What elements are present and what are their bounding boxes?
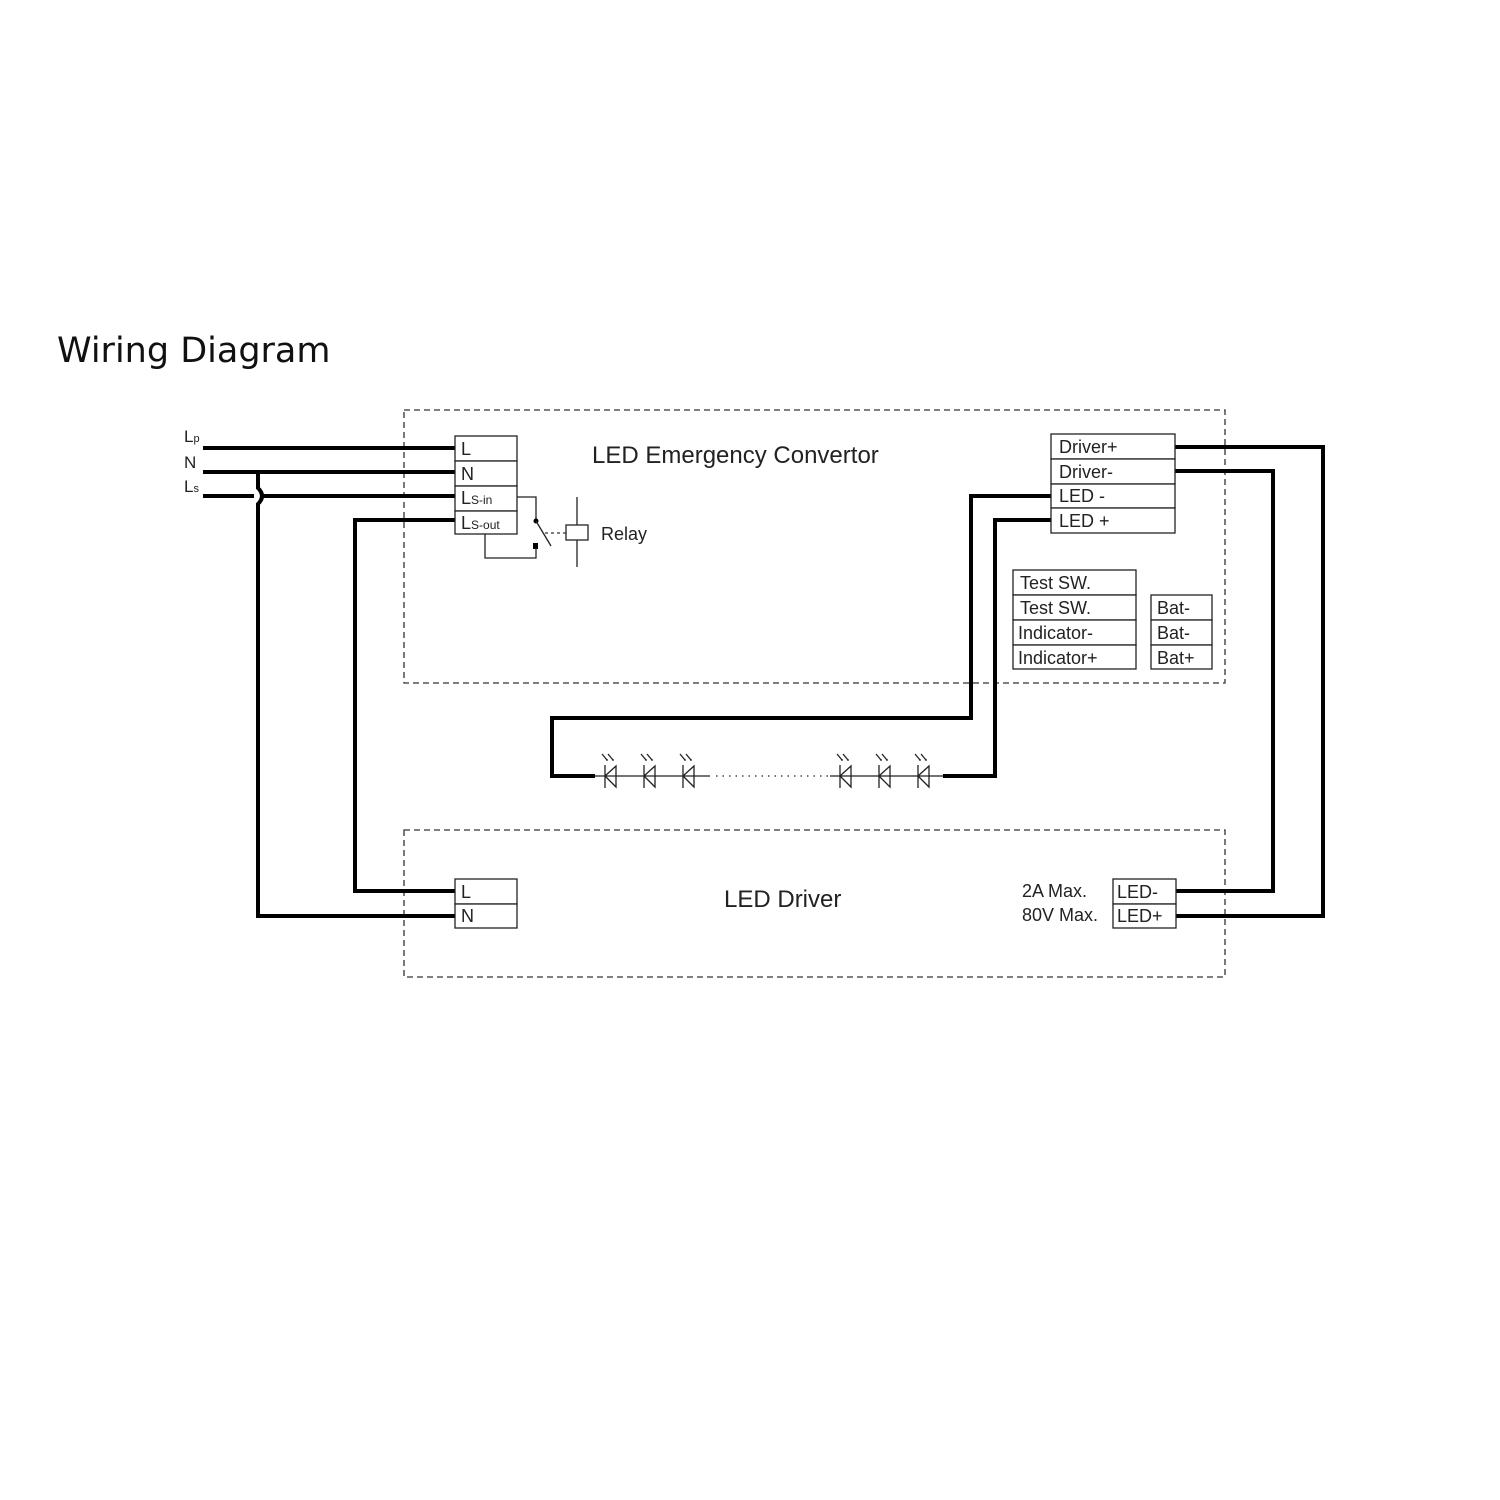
wire-led-plus — [943, 518, 1051, 778]
driver-terminal-led-minus: LED- — [1117, 882, 1158, 902]
terminal-test-sw-1: Test SW. — [1020, 573, 1091, 593]
wire-led-minus — [550, 494, 1051, 778]
wires — [203, 445, 1325, 918]
lp-label: L — [184, 427, 193, 446]
page-title: Wiring Diagram — [57, 331, 330, 371]
terminal-bat-minus-1: Bat- — [1157, 598, 1190, 618]
led-diode-icon — [914, 753, 930, 789]
led-diode-icon — [640, 753, 656, 789]
lp-sub: p — [193, 433, 199, 445]
driver-boundary — [403, 829, 1226, 978]
svg-text:Lp: Lp — [184, 427, 200, 446]
n-label: N — [184, 453, 196, 472]
test-indicator-terminals: Test SW. Test SW. Indicator- Indicator+ — [1012, 569, 1137, 670]
terminal-ls-out: LS-out — [461, 513, 500, 533]
terminal-led-minus: LED - — [1059, 486, 1105, 506]
relay-coil — [565, 524, 589, 541]
voltage-rating: 80V Max. — [1022, 905, 1098, 925]
driver-terminal-l: L — [461, 882, 471, 902]
input-labels: Lp N Ls — [184, 427, 200, 496]
terminal-bat-plus: Bat+ — [1157, 648, 1195, 668]
terminal-driver-minus: Driver- — [1059, 462, 1113, 482]
ls-sub: s — [193, 483, 199, 495]
driver-output-terminals: LED- LED+ 2A Max. 80V Max. — [1022, 878, 1177, 929]
current-rating: 2A Max. — [1022, 881, 1087, 901]
terminal-bat-minus-2: Bat- — [1157, 623, 1190, 643]
ls-label: L — [184, 477, 193, 496]
led-diode-icon — [875, 753, 891, 789]
terminal-indicator-minus: Indicator- — [1018, 623, 1093, 643]
relay: Relay — [484, 496, 647, 567]
relay-label: Relay — [601, 524, 647, 544]
led-string — [595, 753, 943, 789]
terminal-indicator-plus: Indicator+ — [1018, 648, 1098, 668]
convertor-boundary — [403, 409, 1226, 684]
convertor-output-terminals: Driver+ Driver- LED - LED + — [1050, 433, 1176, 534]
svg-text:Ls: Ls — [184, 477, 199, 496]
wire-driver-plus — [1175, 445, 1325, 918]
terminal-ls-in: LS-in — [461, 488, 492, 508]
wire-driver-minus — [1175, 469, 1275, 893]
terminal-driver-plus: Driver+ — [1059, 437, 1118, 457]
battery-terminals: Bat- Bat- Bat+ — [1150, 594, 1213, 670]
led-diode-icon — [679, 753, 695, 789]
terminal-test-sw-2: Test SW. — [1020, 598, 1091, 618]
convertor-input-terminals: L N LS-in LS-out — [454, 435, 518, 535]
driver-title: LED Driver — [724, 886, 841, 913]
convertor-title: LED Emergency Convertor — [592, 442, 879, 469]
terminal-l: L — [461, 439, 471, 459]
driver-terminal-n: N — [461, 906, 474, 926]
terminal-n: N — [461, 464, 474, 484]
driver-input-terminals: L N — [454, 878, 518, 929]
driver-terminal-led-plus: LED+ — [1117, 906, 1163, 926]
led-diode-icon — [601, 753, 617, 789]
wire-ls-and-neutral — [203, 472, 455, 918]
led-diode-icon — [836, 753, 852, 789]
wire-ls-out — [353, 518, 455, 893]
terminal-led-plus: LED + — [1059, 511, 1110, 531]
